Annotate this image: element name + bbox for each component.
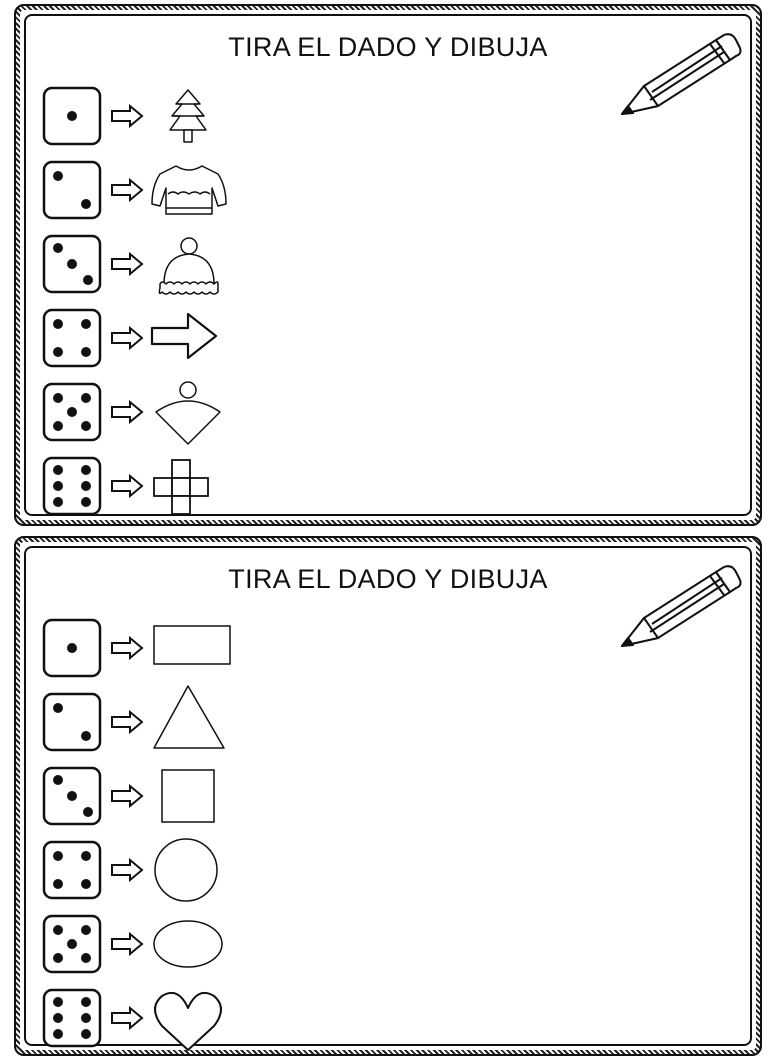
die-two-icon bbox=[42, 692, 102, 752]
list-item bbox=[42, 618, 242, 680]
list-item bbox=[42, 914, 242, 976]
worksheet-title: TIRA EL DADO Y DIBUJA bbox=[228, 32, 548, 62]
arrow-right-icon bbox=[110, 177, 144, 203]
oval-icon bbox=[148, 914, 228, 974]
arrow-right-icon bbox=[110, 709, 144, 735]
list-item bbox=[42, 308, 242, 370]
list-item bbox=[42, 456, 242, 518]
arrow-right-icon bbox=[110, 1005, 144, 1031]
triangle-icon bbox=[148, 685, 228, 756]
die-four-icon bbox=[42, 840, 102, 900]
die-two-icon bbox=[42, 160, 102, 220]
arrow-right-icon bbox=[110, 931, 144, 957]
arrow-right-icon bbox=[110, 473, 144, 499]
worksheet-card: TIRA EL DADO Y DIBUJA bbox=[14, 536, 762, 1056]
snowman-fan-icon bbox=[148, 381, 224, 448]
worksheet-card: TIRA EL DADO Y DIBUJA bbox=[14, 4, 762, 526]
worksheet-title: TIRA EL DADO Y DIBUJA bbox=[228, 564, 548, 594]
arrow-right-icon bbox=[110, 325, 144, 351]
die-one-icon bbox=[42, 86, 102, 146]
die-five-icon bbox=[42, 382, 102, 442]
die-four-icon bbox=[42, 308, 102, 368]
circle-icon bbox=[148, 838, 220, 906]
list-item bbox=[42, 766, 242, 828]
die-three-icon bbox=[42, 234, 102, 294]
arrow-right-icon bbox=[110, 251, 144, 277]
pencil-icon bbox=[612, 558, 742, 658]
arrow-right-icon bbox=[110, 103, 144, 129]
list-item bbox=[42, 160, 242, 222]
die-six-icon bbox=[42, 456, 102, 516]
list-item bbox=[42, 234, 242, 296]
pencil-icon bbox=[612, 26, 742, 126]
die-five-icon bbox=[42, 914, 102, 974]
die-three-icon bbox=[42, 766, 102, 826]
square-icon bbox=[148, 766, 218, 826]
list-item bbox=[42, 988, 242, 1052]
arrow-right-icon bbox=[110, 857, 144, 883]
rectangle-icon bbox=[148, 618, 232, 668]
arrow-shape-icon bbox=[148, 308, 220, 364]
cross-grid-icon bbox=[148, 456, 218, 520]
list-item bbox=[42, 86, 242, 148]
list-item bbox=[42, 685, 242, 756]
beanie-icon bbox=[148, 234, 228, 298]
list-item bbox=[42, 838, 242, 902]
sweater-icon bbox=[148, 160, 230, 220]
worksheet-inner-border bbox=[24, 14, 752, 516]
heart-icon bbox=[148, 988, 228, 1052]
tree-icon bbox=[148, 86, 228, 148]
die-six-icon bbox=[42, 988, 102, 1048]
die-one-icon bbox=[42, 618, 102, 678]
list-item bbox=[42, 381, 242, 445]
arrow-right-icon bbox=[110, 399, 144, 425]
arrow-right-icon bbox=[110, 635, 144, 661]
arrow-right-icon bbox=[110, 783, 144, 809]
